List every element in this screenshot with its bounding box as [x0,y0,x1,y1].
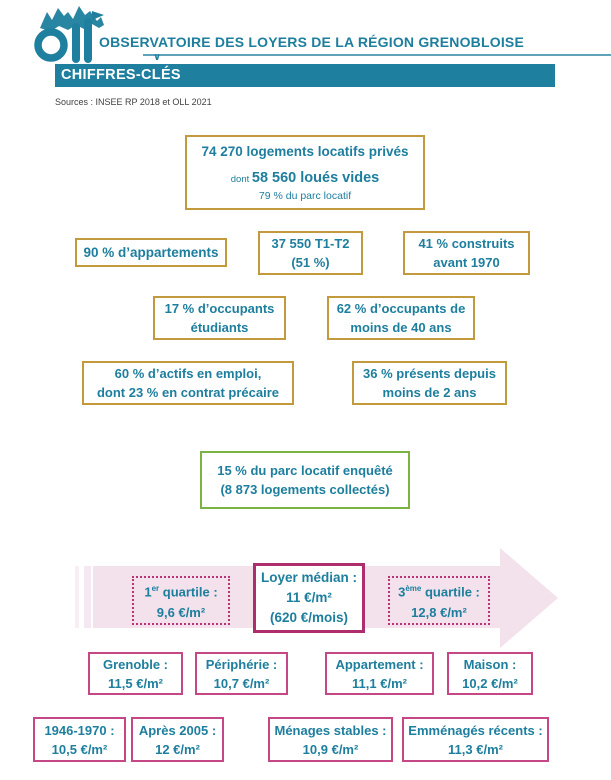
rent-value: 10,7 €/m² [213,675,270,691]
median-rent-box: Loyer médian : 11 €/m² (620 €/mois) [253,563,365,633]
stat-line: 36 % présents depuis [363,366,496,381]
rented-empty-value: 58 560 loués vides [251,170,380,186]
rent-box-1946-1970: 1946-1970 : 10,5 €/m² [33,717,126,762]
median-value: 11 €/m² [286,590,332,605]
rent-value: 11,5 €/m² [108,675,163,691]
stat-box-tenure-under-2y: 36 % présents depuis moins de 2 ans [352,361,507,405]
survey-line: 15 % du parc locatif enquêté [217,463,393,478]
logo-bar-2 [84,18,92,63]
sources-note: Sources : INSEE RP 2018 et OLL 2021 [55,97,212,107]
stat-line: dont 23 % en contrat précaire [96,385,280,400]
stat-box-employment: 60 % d’actifs en emploi, dont 23 % en co… [82,361,294,405]
rent-label: 1946-1970 : [44,722,115,738]
page-title: OBSERVATOIRE DES LOYERS DE LA RÉGION GRE… [99,34,524,50]
rent-label: Après 2005 : [138,722,217,738]
arrow-stripe-icon [84,566,91,628]
stat-line: 17 % d’occupants [164,301,275,316]
survey-coverage-box: 15 % du parc locatif enquêté (8 873 loge… [200,451,410,509]
median-monthly: (620 €/mois) [269,610,349,625]
stat-line: moins de 2 ans [382,385,477,400]
stat-box-students: 17 % d’occupants étudiants [153,296,286,340]
rent-label: Ménages stables : [274,722,387,738]
stat-box-built-before-1970: 41 % construits avant 1970 [403,231,530,275]
stat-box-under-40: 62 % d’occupants de moins de 40 ans [327,296,475,340]
stat-line: étudiants [190,320,249,335]
chevron-down-icon: ∨ [153,52,162,63]
rent-box-stable-households: Ménages stables : 10,9 €/m² [268,717,393,762]
rent-label: Grenoble : [102,656,168,672]
rent-value: 10,9 €/m² [302,741,359,757]
rent-box-grenoble: Grenoble : 11,5 €/m² [88,652,183,695]
median-label: Loyer médian : [260,570,358,585]
rent-label: Appartement : [335,656,424,672]
section-banner: CHIFFRES-CLÉS [55,64,555,87]
stat-line: moins de 40 ans [350,320,452,335]
stat-line: 60 % d’actifs en emploi, [114,366,262,381]
quartile-value: 12,8 €/m² [411,605,467,621]
stat-line: 37 550 T1-T2 [271,236,350,251]
logo-bar-1 [72,23,80,63]
stat-line: (51 %) [291,255,330,270]
rent-box-periphery: Périphérie : 10,7 €/m² [195,652,288,695]
first-quartile-box: 1er quartile : 9,6 €/m² [132,576,230,625]
rent-box-after-2005: Après 2005 : 12 €/m² [131,717,224,762]
rent-value: 12 €/m² [155,741,200,757]
observatory-logo-icon [34,6,104,63]
stat-box-apartments: 90 % d’appartements [75,238,227,267]
rent-value: 11,3 €/m² [448,741,503,757]
rent-box-apartment: Appartement : 11,1 €/m² [325,652,434,695]
rent-value: 10,2 €/m² [462,675,518,691]
dont-prefix: dont [230,174,252,185]
quartile-label: 3ème quartile : [398,583,480,600]
quartile-value: 9,6 €/m² [156,605,206,621]
rent-label: Emménagés récents : [408,722,543,738]
arrow-stripe-icon [75,566,79,628]
logo-flag [92,11,104,20]
survey-line: (8 873 logements collectés) [220,482,390,497]
share-of-stock-line: 79 % du parc locatif [258,190,352,202]
rent-label: Maison : [463,656,517,672]
stat-line: 90 % d’appartements [83,245,219,260]
stat-box-t1-t2: 37 550 T1-T2 (51 %) [258,231,363,275]
stat-line: avant 1970 [433,255,500,270]
total-stock-line: 74 270 logements locatifs privés [201,144,409,159]
rent-value: 10,5 €/m² [51,741,108,757]
rent-value: 11,1 €/m² [352,675,407,691]
rent-box-house: Maison : 10,2 €/m² [447,652,533,695]
arrow-head-icon [500,548,558,648]
third-quartile-box: 3ème quartile : 12,8 €/m² [388,576,490,625]
stat-line: 41 % construits [418,236,515,251]
quartile-label: 1er quartile : [144,583,218,600]
rent-box-recent-movers: Emménagés récents : 11,3 €/m² [402,717,549,762]
rent-label: Périphérie : [205,656,278,672]
header-divider [143,54,611,56]
logo-ring [34,28,68,62]
stat-line: 62 % d’occupants de [336,301,466,316]
stat-box-total-stock: 74 270 logements locatifs privés dont 58… [185,135,425,210]
rented-empty-line: dont 58 560 loués vides [187,170,423,188]
